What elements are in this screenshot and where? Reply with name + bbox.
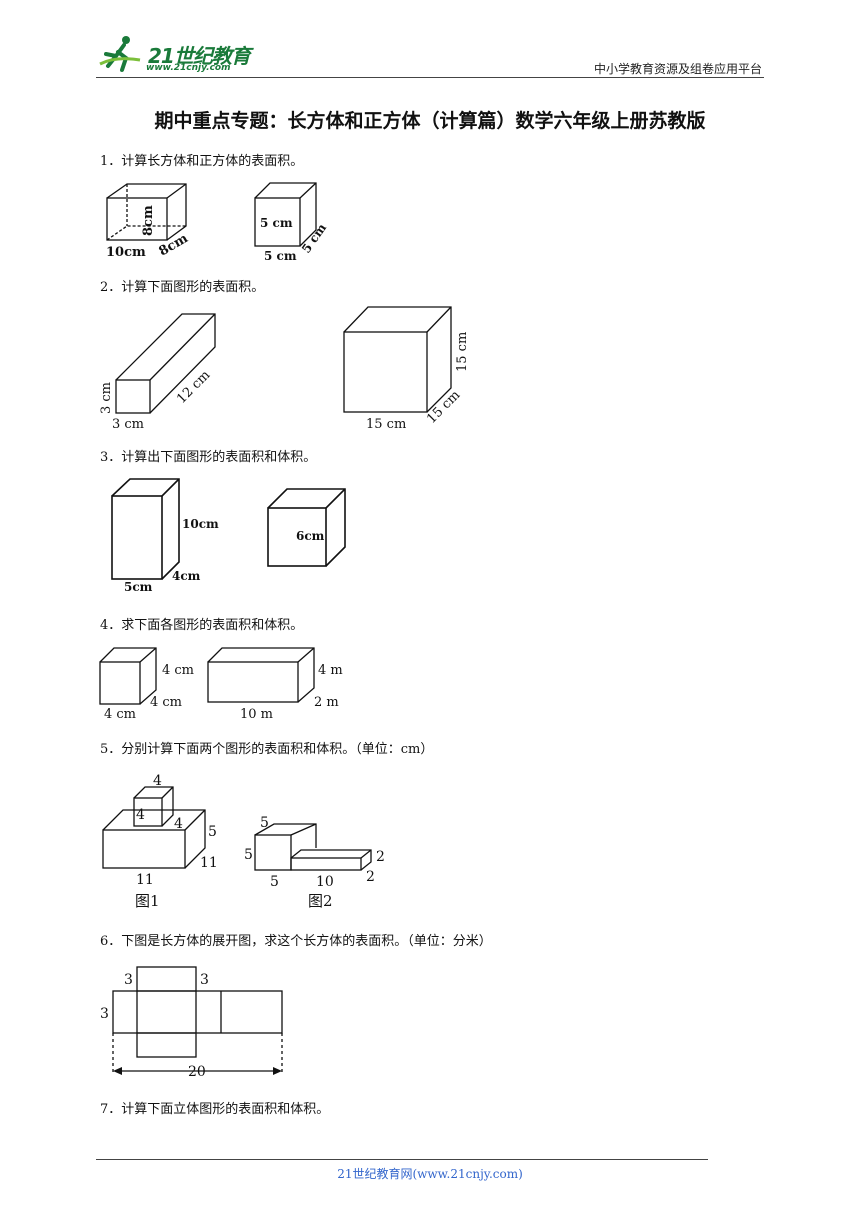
q5a-width-label: 11 bbox=[136, 872, 154, 888]
q1-label-length: 10cm bbox=[106, 245, 146, 260]
q6-label-left: 3 bbox=[100, 1006, 109, 1022]
q2-prism-length-label: 12 cm bbox=[174, 368, 213, 407]
q5b-depth2-label: 2 bbox=[366, 869, 375, 885]
q2-prism-height-label: 3 cm bbox=[99, 382, 114, 414]
logo-runner-icon bbox=[99, 36, 141, 72]
q5b-caption: 图2 bbox=[308, 892, 333, 910]
q5b-top-label: 5 bbox=[260, 815, 269, 831]
q4-cube-width-label: 4 cm bbox=[104, 707, 136, 722]
header: 21世纪教育 www.21cnjy.com 中小学教育资源及组卷应用平台 bbox=[0, 0, 860, 80]
q1-label-height: 8cm bbox=[141, 205, 156, 236]
question-3-figure: 10cm 5cm 4cm 6cm bbox=[111, 478, 346, 594]
q3-depth-label: 4cm bbox=[172, 569, 201, 583]
platform-label: 中小学教育资源及组卷应用平台 bbox=[593, 62, 762, 76]
q5a-height-label: 5 bbox=[208, 824, 217, 840]
q5a-left-label: 4 bbox=[136, 807, 145, 823]
q5b-width2-label: 10 bbox=[316, 874, 334, 890]
question-3-text: 3．计算出下面图形的表面积和体积。 bbox=[100, 450, 317, 465]
logo-text: 21世纪教育 bbox=[148, 44, 251, 68]
q3-cube-label: 6cm bbox=[296, 529, 325, 543]
q2-cube-height-label: 15 cm bbox=[455, 332, 470, 372]
q4-cube-height-label: 4 cm bbox=[162, 663, 194, 678]
question-4-figure: 4 cm 4 cm 4 cm 4 m 2 m 10 m bbox=[99, 647, 343, 722]
q1-cube-bottom-label: 5 cm bbox=[264, 249, 297, 262]
q4-box-height-label: 4 m bbox=[318, 663, 343, 678]
q4-cube-depth-label: 4 cm bbox=[150, 695, 182, 710]
question-2-figure: 3 cm 3 cm 12 cm 15 cm 15 cm 15 cm bbox=[99, 306, 470, 432]
q5b-height2-label: 2 bbox=[376, 849, 385, 865]
q2-cube-bottom-label: 15 cm bbox=[366, 417, 406, 432]
q5b-width1-label: 5 bbox=[270, 874, 279, 890]
q4-box-length-label: 10 m bbox=[240, 707, 273, 722]
footer-link[interactable]: 21世纪教育网(www.21cnjy.com) bbox=[337, 1167, 523, 1181]
question-6-text: 6．下图是长方体的展开图，求这个长方体的表面积。（单位：分米） bbox=[100, 934, 492, 949]
question-2-text: 2．计算下面图形的表面积。 bbox=[100, 280, 265, 295]
page-title: 期中重点专题：长方体和正方体（计算篇）数学六年级上册苏教版 bbox=[154, 110, 706, 132]
q5a-caption: 图1 bbox=[135, 892, 160, 910]
q6-label-top-right: 3 bbox=[200, 972, 209, 988]
question-7-text: 7．计算下面立体图形的表面积和体积。 bbox=[100, 1102, 330, 1117]
question-5-text: 5．分别计算下面两个图形的表面积和体积。（单位：cm） bbox=[100, 742, 434, 757]
q2-prism-width-label: 3 cm bbox=[112, 417, 144, 432]
q6-label-top-left: 3 bbox=[124, 972, 133, 988]
q5a-right-label: 4 bbox=[174, 816, 183, 832]
q3-width-label: 5cm bbox=[124, 580, 153, 594]
q5a-depth-label: 11 bbox=[200, 855, 218, 871]
q1-cube-side-label: 5 cm bbox=[299, 221, 329, 256]
q3-height-label: 10cm bbox=[182, 517, 219, 531]
q2-cube-depth-label: 15 cm bbox=[424, 388, 463, 427]
question-1-text: 1．计算长方体和正方体的表面积。 bbox=[100, 154, 304, 169]
footer-divider bbox=[96, 1159, 708, 1160]
q5a-top-label: 4 bbox=[153, 773, 162, 789]
q5b-left-label: 5 bbox=[244, 847, 253, 863]
q6-label-total: 20 bbox=[188, 1064, 206, 1080]
question-4-text: 4．求下面各图形的表面积和体积。 bbox=[100, 618, 304, 633]
header-divider bbox=[96, 77, 764, 78]
q4-box-depth-label: 2 m bbox=[314, 695, 339, 710]
question-6-figure: 3 3 3 20 bbox=[100, 966, 283, 1080]
q1-cube-face-label: 5 cm bbox=[260, 216, 293, 230]
logo-url: www.21cnjy.com bbox=[146, 63, 231, 73]
question-1-figure: 8cm 10cm 8cm 5 cm 5 cm 5 cm bbox=[106, 182, 329, 262]
question-5-figure: 4 4 4 5 11 11 图1 5 5 5 10 2 2 图2 bbox=[102, 773, 385, 910]
